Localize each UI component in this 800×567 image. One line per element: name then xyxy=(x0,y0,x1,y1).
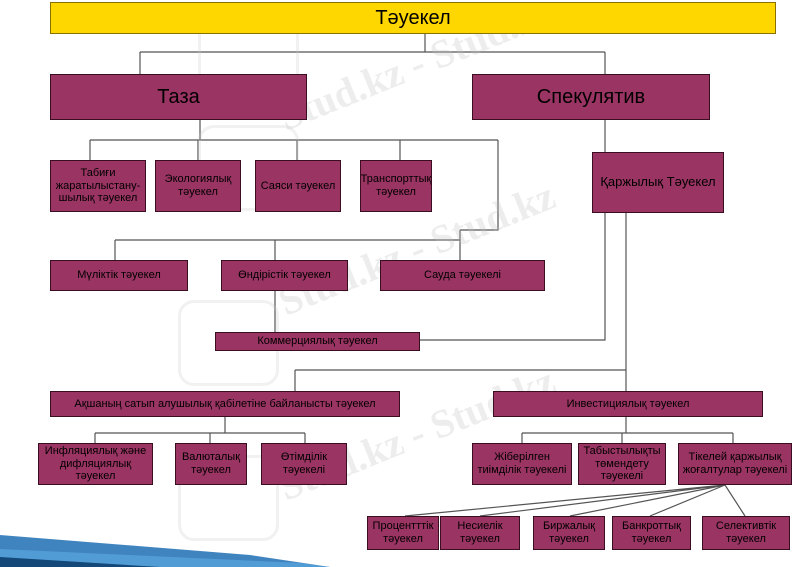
purchasing-power-risk-node: Ақшаның сатып алушылық қабілетіне байлан… xyxy=(50,391,400,417)
political-risk-node: Саяси тәуекел xyxy=(255,160,341,212)
production-risk-node: Өндірістік тәуекел xyxy=(221,260,348,291)
inflation-risk-node: Инфляциялық және дифляциялық тәуекел xyxy=(38,443,153,485)
investment-risk-node: Инвестициялық тәуекел xyxy=(493,391,763,417)
financial-risk-node: Қаржылық Тәуекел xyxy=(592,152,724,213)
connector-financial-commercial xyxy=(420,213,606,341)
bankruptcy-risk-node: Банкроттық тәуекел xyxy=(612,516,691,550)
connector-investment-children xyxy=(521,417,734,443)
interest-risk-node: Процентттік тәуекел xyxy=(367,516,439,550)
pure-risk-node: Таза xyxy=(50,74,307,120)
credit-risk-node: Несиелік тәуекел xyxy=(440,516,520,550)
currency-risk-node: Валюталық тәуекел xyxy=(175,443,247,485)
connector-business xyxy=(114,140,499,260)
commercial-risk-node: Коммерциялық тәуекел xyxy=(215,332,420,351)
connector-direct-loss-children xyxy=(404,484,746,517)
lost-benefit-risk-node: Жіберілген тиімділік тәуекелі xyxy=(472,443,572,485)
property-risk-node: Мүліктік тәуекел xyxy=(50,260,188,291)
speculative-risk-node: Спекулятив xyxy=(472,74,710,120)
profitability-decrease-risk-node: Табыстылықты төмендету тәуекелі xyxy=(578,443,666,485)
exchange-risk-node: Биржалық тәуекел xyxy=(533,516,605,550)
connector-purchasing-children xyxy=(94,417,306,443)
trade-risk-node: Сауда тәуекелі xyxy=(380,260,545,291)
connector-root-branches xyxy=(139,34,606,74)
connector-pure-children xyxy=(89,120,498,160)
direct-loss-risk-node: Тікелей қаржылық жоғалтулар тәуекелі xyxy=(678,443,792,485)
transport-risk-node: Транспорттық тәуекел xyxy=(360,160,432,212)
ecological-risk-node: Экологиялық тәуекел xyxy=(155,160,241,212)
connector-financial-split xyxy=(294,213,627,391)
liquidity-risk-node: Өтімділік тәуекелі xyxy=(261,443,347,485)
root-node: Тәуекел xyxy=(50,2,776,34)
natural-risk-node: Табиғи жаратылыстану-шылық тәуекел xyxy=(50,160,146,212)
selective-risk-node: Селективтік тәуекел xyxy=(702,516,790,550)
